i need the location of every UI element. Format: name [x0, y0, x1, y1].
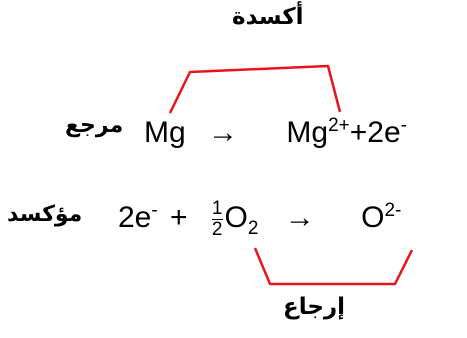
electron-charge-2: -	[151, 200, 158, 222]
equation-oxidation-half: Mg → Mg2++2e-	[144, 115, 407, 149]
reduction-bracket	[253, 247, 414, 286]
product-mg-ion: Mg2+	[286, 115, 350, 149]
electron-charge-1: -	[400, 115, 407, 136]
oxide-charge: 2-	[384, 200, 402, 222]
electrons-2: 2e-	[118, 200, 158, 235]
reduction-label: إرجاع	[283, 294, 346, 320]
arrow-2: →	[284, 201, 315, 235]
mg-charge: 2+	[328, 115, 350, 136]
product-oxide-ion: O2-	[361, 200, 402, 235]
reducer-label: مرجع	[65, 113, 124, 138]
o2-subscript: 2	[247, 218, 259, 240]
plus-2: +	[170, 201, 188, 235]
reactant-mg: Mg	[144, 116, 186, 149]
arrow-1: →	[208, 116, 239, 149]
electrons-1: 2e-	[367, 115, 407, 149]
oxidation-bracket	[168, 64, 342, 114]
reactant-o2: O2	[224, 201, 259, 240]
oxidation-label: أكسدة	[232, 4, 304, 30]
plus-1: +	[349, 116, 368, 149]
oxidizer-label: مؤكسد	[7, 202, 83, 227]
